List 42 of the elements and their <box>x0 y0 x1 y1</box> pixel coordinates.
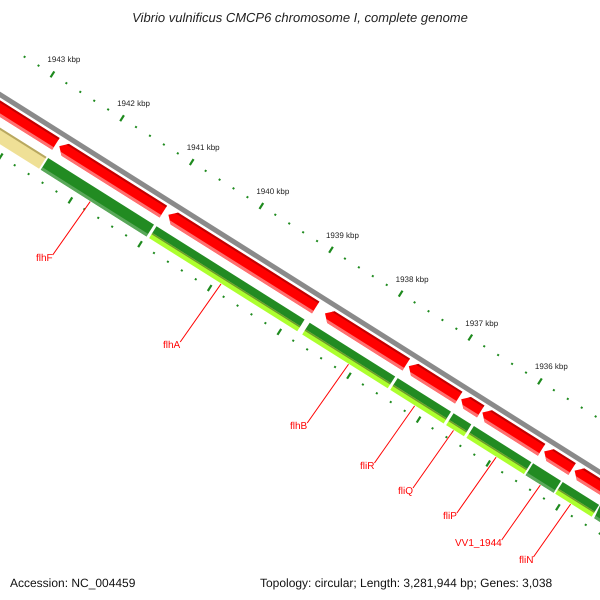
gene-bar <box>390 378 451 424</box>
gene-block <box>482 410 546 456</box>
gene-label: fliR <box>360 462 374 472</box>
gene-block <box>325 311 410 370</box>
gene-label: VV1_1944 <box>455 539 502 549</box>
gene-label: fliN <box>519 556 534 566</box>
tick-label: 1937 kbp <box>465 320 498 328</box>
gene-block <box>461 397 484 418</box>
gene-bar <box>446 413 472 436</box>
tick-label: 1940 kbp <box>256 188 290 196</box>
leader-line <box>180 283 222 342</box>
tick-label: 1939 kbp <box>326 232 359 240</box>
leader-line <box>532 504 572 558</box>
gene-block <box>0 100 60 150</box>
leader-line <box>374 405 416 464</box>
footer-text: Accession: NC_004459 <box>10 577 136 589</box>
gene-bar <box>302 322 396 388</box>
leader-line <box>456 456 497 514</box>
gene-block <box>59 144 168 218</box>
gene-bar <box>594 506 600 522</box>
gene-label: fliQ <box>398 487 413 497</box>
gene-block <box>408 364 462 404</box>
gene-bar <box>555 482 600 517</box>
gene-label: flhB <box>290 422 308 432</box>
gene-label: flhF <box>36 254 53 264</box>
gene-block <box>544 449 576 475</box>
tick-label: 1943 kbp <box>47 56 80 64</box>
gene-block <box>168 212 320 314</box>
gene-bar <box>466 426 532 474</box>
leader-line <box>501 484 541 540</box>
tick-label: 1941 kbp <box>186 144 220 152</box>
gene-block <box>574 468 600 495</box>
leader-line <box>306 364 350 424</box>
tick-label: 1936 kbp <box>534 363 568 372</box>
leader-line <box>52 201 91 256</box>
gene-bar <box>149 226 305 332</box>
diagram-title: Vibrio vulnificus CMCP6 chromosome I, complete genome <box>131 11 469 24</box>
tick-label: 1942 kbp <box>117 100 150 108</box>
footer-text: Topology: circular; Length: 3,281,944 bp; Genes: 3,038 <box>260 577 552 589</box>
gene-label: flhA <box>163 341 180 351</box>
gene-label: fliP <box>443 512 457 522</box>
tick-label: 1938 kbp <box>396 276 429 284</box>
